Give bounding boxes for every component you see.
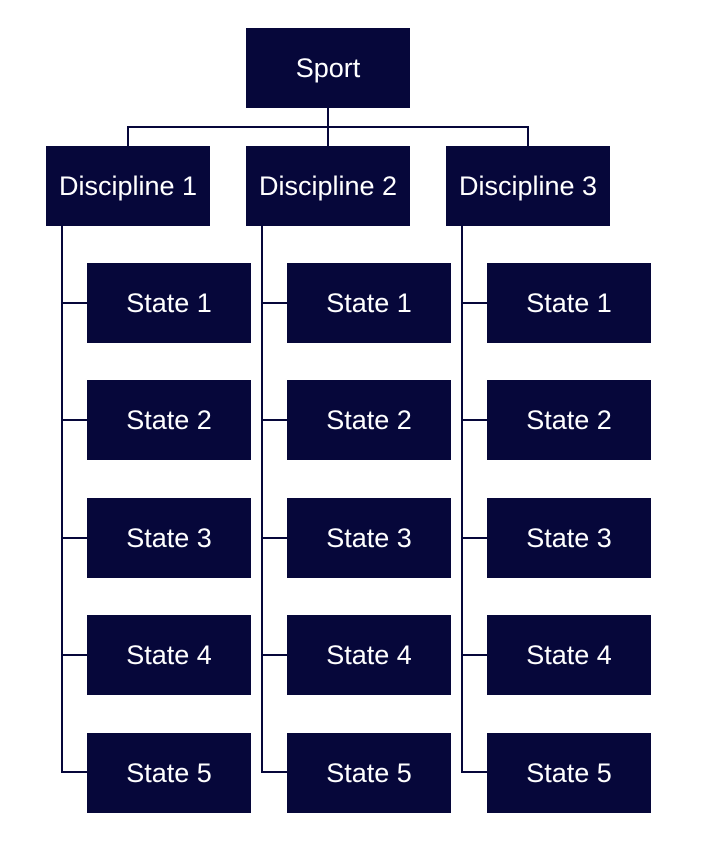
state-node-d1-4: State 4 bbox=[87, 615, 251, 695]
state-node-d2-1: State 1 bbox=[287, 263, 451, 343]
connector-d2-state-2 bbox=[261, 419, 288, 421]
discipline-node-2: Discipline 2 bbox=[246, 146, 410, 226]
connector-d1-state-4 bbox=[61, 654, 88, 656]
connector-d2-state-3 bbox=[261, 537, 288, 539]
connector-d3-state-3 bbox=[461, 537, 488, 539]
state-node-d1-2: State 2 bbox=[87, 380, 251, 460]
connector-d1-state-2 bbox=[61, 419, 88, 421]
connector-d1-state-3 bbox=[61, 537, 88, 539]
connector-d2-state-4 bbox=[261, 654, 288, 656]
state-node-d3-4: State 4 bbox=[487, 615, 651, 695]
state-node-d1-1: State 1 bbox=[87, 263, 251, 343]
discipline-node-3: Discipline 3 bbox=[446, 146, 610, 226]
connector-d3-state-5 bbox=[461, 771, 488, 773]
connector-discipline-2-drop bbox=[327, 126, 329, 146]
connector-d2-state-1 bbox=[261, 302, 288, 304]
state-node-d2-3: State 3 bbox=[287, 498, 451, 578]
state-node-d3-1: State 1 bbox=[487, 263, 651, 343]
connector-discipline-3-spine bbox=[461, 226, 463, 773]
state-node-d2-2: State 2 bbox=[287, 380, 451, 460]
state-node-d3-5: State 5 bbox=[487, 733, 651, 813]
connector-discipline-2-spine bbox=[261, 226, 263, 773]
discipline-node-1: Discipline 1 bbox=[46, 146, 210, 226]
connector-root-stem bbox=[327, 108, 329, 127]
connector-d3-state-4 bbox=[461, 654, 488, 656]
state-node-d1-5: State 5 bbox=[87, 733, 251, 813]
root-node-sport: Sport bbox=[246, 28, 410, 108]
state-node-d2-4: State 4 bbox=[287, 615, 451, 695]
state-node-d3-2: State 2 bbox=[487, 380, 651, 460]
state-node-d1-3: State 3 bbox=[87, 498, 251, 578]
connector-discipline-3-drop bbox=[527, 126, 529, 146]
connector-d1-state-5 bbox=[61, 771, 88, 773]
connector-discipline-1-drop bbox=[127, 126, 129, 146]
connector-d2-state-5 bbox=[261, 771, 288, 773]
connector-d3-state-1 bbox=[461, 302, 488, 304]
connector-d1-state-1 bbox=[61, 302, 88, 304]
state-node-d3-3: State 3 bbox=[487, 498, 651, 578]
connector-discipline-1-spine bbox=[61, 226, 63, 773]
connector-d3-state-2 bbox=[461, 419, 488, 421]
state-node-d2-5: State 5 bbox=[287, 733, 451, 813]
